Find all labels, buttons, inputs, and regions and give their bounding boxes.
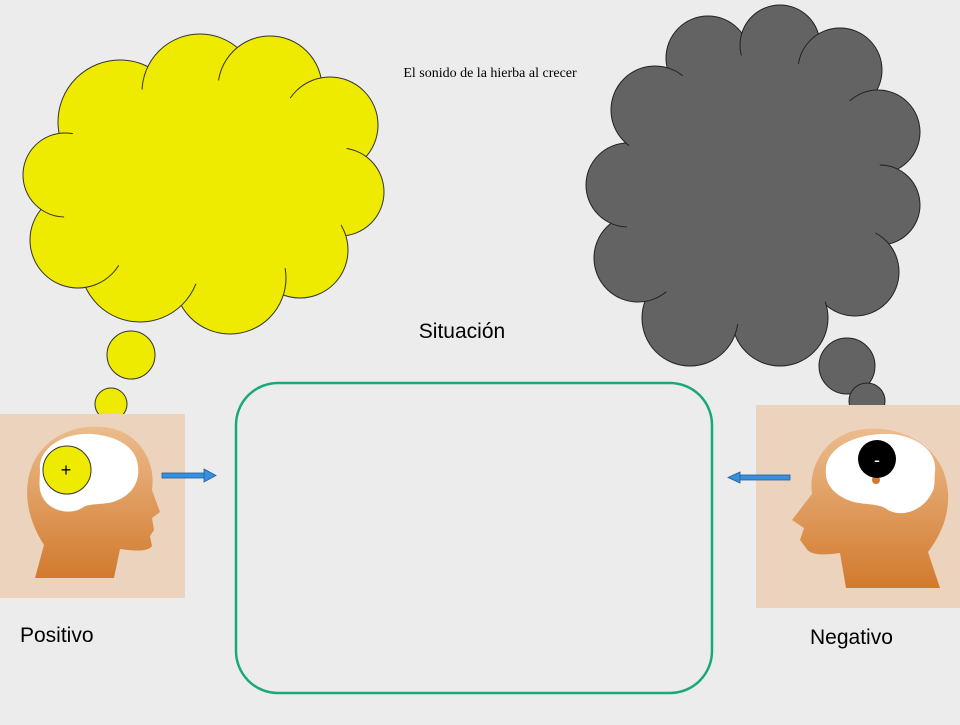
positive-cloud-body — [22, 33, 385, 335]
arrow-right-icon — [161, 468, 217, 483]
negative-sign: - — [874, 450, 880, 470]
negative-brain-stem-dot — [872, 476, 880, 484]
negative-thought-cloud — [585, 4, 921, 430]
negative-thought-bubble-large — [818, 337, 876, 395]
situation-frame — [234, 381, 714, 695]
positive-thought-cloud — [22, 33, 385, 445]
negative-cloud-body — [585, 4, 921, 367]
positive-sign-circle — [42, 445, 92, 495]
positive-head-card: + — [0, 414, 185, 598]
negative-sign-circle — [858, 440, 896, 478]
situation-label: Situación — [418, 320, 506, 343]
arrow-left-icon — [727, 471, 791, 484]
negative-label: Negativo — [810, 626, 893, 649]
positive-label: Positivo — [20, 624, 94, 647]
positive-thought-bubble-large — [106, 330, 156, 380]
diagram-subtitle: El sonido de la hierba al crecer — [403, 66, 577, 81]
negative-head-card: - — [756, 405, 960, 608]
positive-sign: + — [61, 460, 72, 480]
